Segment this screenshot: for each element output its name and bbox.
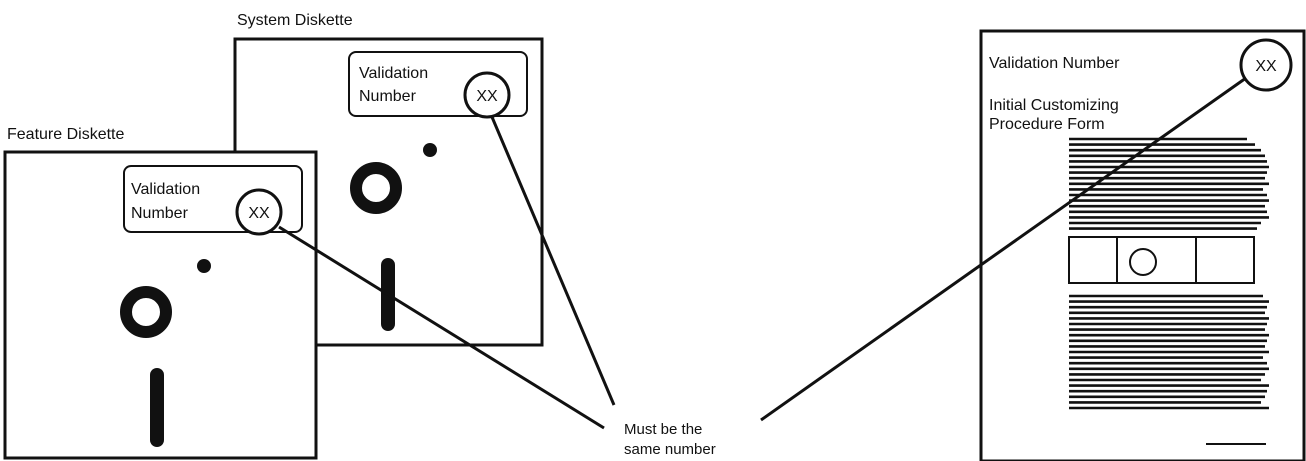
form-title-line2: Procedure Form xyxy=(989,116,1105,133)
callout: Must be the same number xyxy=(624,421,716,458)
form-field-circle xyxy=(1130,249,1156,275)
feature-diskette-index-hole xyxy=(197,259,211,273)
feature-diskette: Feature Diskette Validation Number XX xyxy=(5,126,316,458)
form-title-line1: Initial Customizing xyxy=(989,97,1119,114)
feature-validation-label-line2: Number xyxy=(131,205,189,222)
form-validation-label: Validation Number xyxy=(989,55,1120,72)
form-text-lines-bottom xyxy=(1069,296,1269,408)
feature-validation-label-line1: Validation xyxy=(131,181,200,198)
system-validation-code: XX xyxy=(476,88,498,105)
feature-diskette-title: Feature Diskette xyxy=(7,126,124,143)
form-validation-code: XX xyxy=(1255,58,1277,75)
callout-line2: same number xyxy=(624,441,716,458)
system-validation-label-line2: Number xyxy=(359,88,417,105)
system-validation-label-line1: Validation xyxy=(359,65,428,82)
form-field-frame xyxy=(1069,237,1254,283)
system-diskette-index-hole xyxy=(423,143,437,157)
customizing-form: Validation Number XX Initial Customizing… xyxy=(981,31,1304,461)
feature-validation-code: XX xyxy=(248,205,270,222)
feature-diskette-read-slot xyxy=(150,368,164,447)
system-diskette-title: System Diskette xyxy=(237,12,353,29)
form-field-box xyxy=(1069,237,1254,283)
callout-line1: Must be the xyxy=(624,421,702,438)
